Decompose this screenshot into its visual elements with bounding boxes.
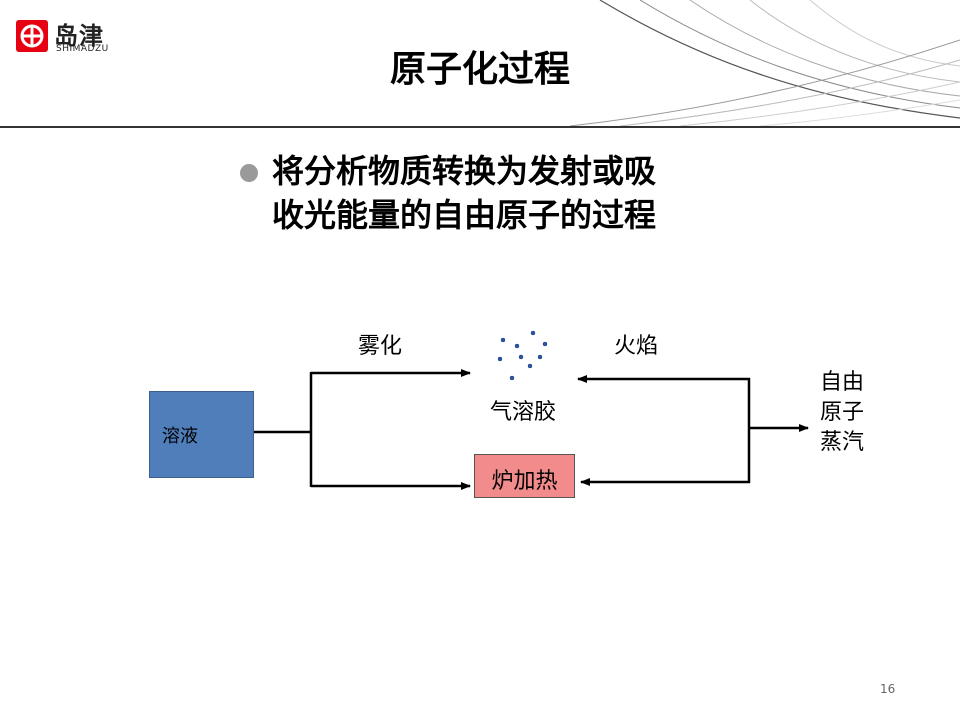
particle — [500, 337, 506, 343]
nebulization-label: 雾化 — [358, 334, 403, 359]
particle — [537, 354, 543, 360]
decorative-swoosh-lines — [569, 0, 960, 127]
particle — [530, 330, 536, 336]
page-number: 16 — [880, 682, 896, 696]
furnace-heating-box — [474, 454, 575, 498]
particle — [497, 356, 503, 362]
header-divider — [0, 126, 960, 128]
solution-box — [149, 391, 254, 478]
particle — [527, 363, 533, 369]
free-atom-vapor-label-line-3: 蒸汽 — [820, 430, 865, 455]
aerosol-particles — [497, 330, 548, 381]
particle — [509, 375, 515, 381]
free-atom-vapor-label-line-1: 自由 — [820, 370, 865, 395]
bullet-text-line-2: 收光能量的自由原子的过程 — [272, 196, 657, 234]
solution-label: 溶液 — [162, 426, 198, 447]
slide-title: 原子化过程 — [389, 49, 570, 90]
bullet-text-line-1: 将分析物质转换为发射或吸 — [272, 152, 657, 190]
flame-label: 火焰 — [614, 334, 659, 359]
bullet-dot-icon — [240, 164, 258, 182]
brand-name-chinese: 岛津 — [54, 22, 104, 50]
particle — [542, 341, 548, 347]
free-atom-vapor-label-line-2: 原子 — [820, 400, 865, 425]
shimadzu-logo-icon — [16, 20, 48, 52]
furnace-heating-label: 炉加热 — [491, 469, 558, 494]
brand-name-english: SHIMADZU — [56, 44, 109, 54]
aerosol-label: 气溶胶 — [490, 400, 557, 425]
particle — [514, 343, 520, 349]
particle — [518, 354, 524, 360]
